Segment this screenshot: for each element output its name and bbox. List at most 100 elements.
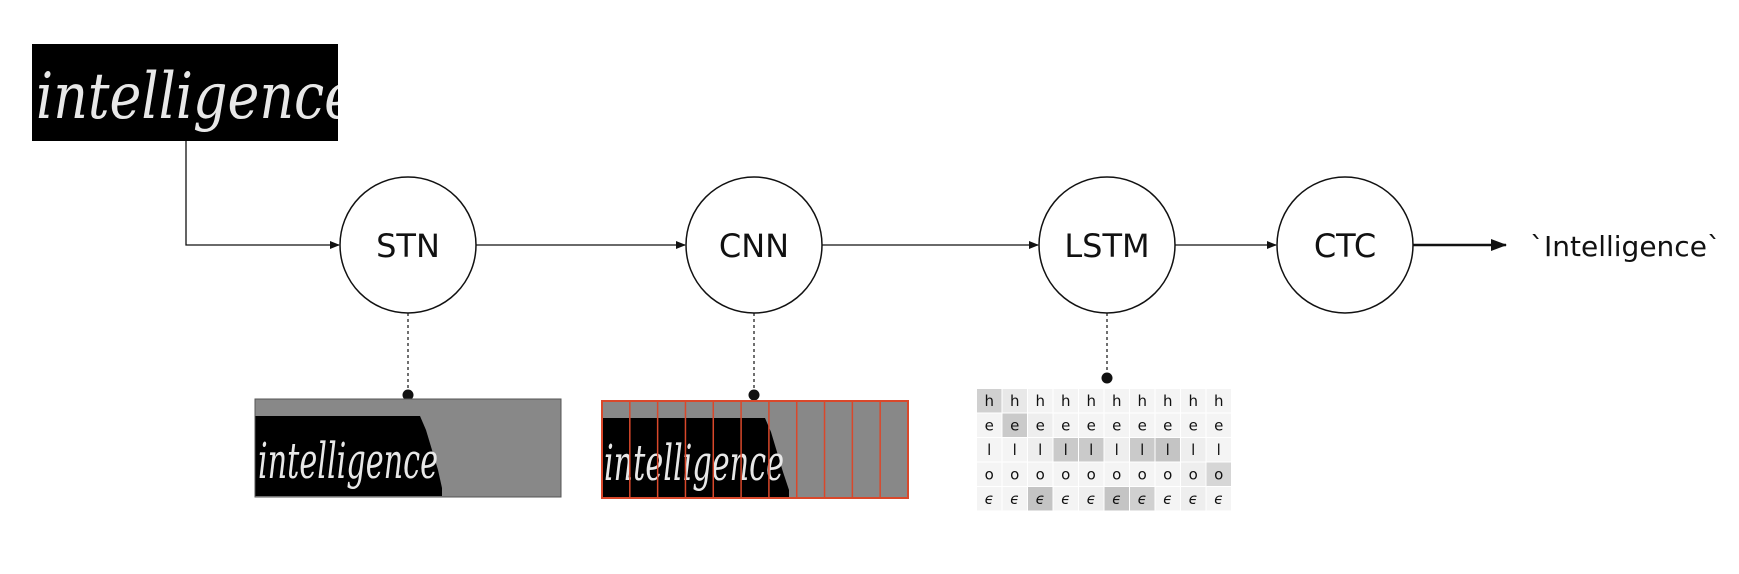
grid-cell-label: o	[1061, 466, 1070, 484]
grid-cell	[1181, 438, 1206, 462]
grid-cell	[977, 413, 1002, 437]
grid-cell-label: o	[1189, 466, 1198, 484]
grid-cell-label: l	[1013, 441, 1017, 459]
grid-cell-label: o	[1138, 466, 1147, 484]
grid-cell	[1079, 462, 1104, 486]
grid-cell-label: ϵ	[1036, 490, 1045, 508]
grid-cell-label: h	[1214, 392, 1224, 410]
input-handwriting-text: intelligence	[36, 60, 356, 134]
grid-cell	[1079, 413, 1104, 437]
grid-cell	[1104, 438, 1129, 462]
grid-cell-label: h	[984, 392, 994, 410]
grid-cell	[1130, 462, 1155, 486]
grid-cell	[1155, 438, 1180, 462]
grid-cell-label: e	[1061, 417, 1070, 435]
ctc-node: CTC	[1276, 176, 1414, 314]
cnn-output-image: intelligence	[601, 400, 909, 499]
grid-cell-label: h	[1010, 392, 1020, 410]
grid-cell-label: l	[987, 441, 991, 459]
grid-cell	[1206, 487, 1231, 511]
grid-cell	[1155, 413, 1180, 437]
grid-cell	[1028, 438, 1053, 462]
grid-cell-label: o	[1112, 466, 1121, 484]
grid-cell	[1181, 389, 1206, 413]
grid-cell	[1130, 389, 1155, 413]
grid-cell	[1104, 413, 1129, 437]
lstm-label: LSTM	[1064, 227, 1149, 265]
grid-cell	[1053, 413, 1078, 437]
ctc-label: CTC	[1314, 227, 1376, 265]
grid-cell	[1104, 487, 1129, 511]
grid-cell	[1155, 389, 1180, 413]
grid-cell-label: l	[1115, 441, 1119, 459]
grid-cell	[977, 487, 1002, 511]
stn-output-image: intelligence	[254, 398, 562, 498]
grid-cell	[977, 438, 1002, 462]
grid-cell	[1053, 462, 1078, 486]
cnn-receptive-field-grid	[629, 401, 881, 498]
grid-cell-label: o	[1163, 466, 1172, 484]
cnn-connector-dot	[748, 389, 760, 401]
grid-cell	[1104, 462, 1129, 486]
grid-cell	[1130, 438, 1155, 462]
grid-cell	[1079, 389, 1104, 413]
grid-cell-label: e	[1087, 417, 1096, 435]
grid-cell	[1130, 487, 1155, 511]
grid-cell	[1155, 487, 1180, 511]
grid-cell	[1002, 487, 1027, 511]
grid-cell-label: h	[1163, 392, 1173, 410]
grid-cell	[1155, 462, 1180, 486]
grid-cell	[1053, 438, 1078, 462]
cnn-handwriting-text: intelligence	[604, 434, 784, 492]
stn-connector-dot	[402, 389, 414, 401]
grid-cell-label: o	[1087, 466, 1096, 484]
grid-cell-label: ϵ	[1087, 490, 1096, 508]
grid-cell	[977, 462, 1002, 486]
input-image: intelligence	[32, 44, 356, 141]
grid-cell	[1002, 438, 1027, 462]
grid-cell-label: e	[1189, 417, 1198, 435]
grid-cell-label: l	[1089, 441, 1093, 459]
grid-cell	[1206, 389, 1231, 413]
grid-cell	[1002, 462, 1027, 486]
grid-cell-label: o	[985, 466, 994, 484]
grid-cell-label: e	[1112, 417, 1121, 435]
output-text: `Intelligence`	[1530, 230, 1721, 263]
grid-cell	[1053, 487, 1078, 511]
grid-cell-label: h	[1137, 392, 1147, 410]
grid-cell-label: e	[1010, 417, 1019, 435]
grid-cell-label: e	[1036, 417, 1045, 435]
cnn-node: CNN	[685, 176, 823, 314]
cnn-label: CNN	[719, 227, 789, 265]
grid-cell	[1002, 389, 1027, 413]
grid-cell	[1079, 487, 1104, 511]
grid-cell-label: h	[1086, 392, 1096, 410]
grid-cell-label: l	[1038, 441, 1042, 459]
lstm-connector-dot	[1101, 372, 1113, 384]
grid-cell	[1181, 413, 1206, 437]
grid-cell-label: ϵ	[1138, 490, 1147, 508]
grid-cell-label: e	[1214, 417, 1223, 435]
grid-cell	[1028, 389, 1053, 413]
grid-cell-label: h	[1035, 392, 1045, 410]
grid-cell-label: l	[1217, 441, 1221, 459]
grid-cell-label: o	[1036, 466, 1045, 484]
grid-cell	[1130, 413, 1155, 437]
grid-cell	[1206, 413, 1231, 437]
stn-node: STN	[339, 176, 477, 314]
grid-cell-label: e	[985, 417, 994, 435]
grid-cell-label: h	[1112, 392, 1122, 410]
grid-cell	[1206, 462, 1231, 486]
grid-cell-label: l	[1140, 441, 1144, 459]
grid-cell-label: ϵ	[1010, 490, 1019, 508]
grid-cell	[1002, 413, 1027, 437]
grid-cell	[1206, 438, 1231, 462]
grid-cell	[1079, 438, 1104, 462]
grid-cell-label: o	[1010, 466, 1019, 484]
grid-cell	[1053, 389, 1078, 413]
grid-cell-label: h	[1188, 392, 1198, 410]
grid-cell	[1104, 389, 1129, 413]
grid-cell-label: ϵ	[1163, 490, 1172, 508]
grid-cell-label: l	[1166, 441, 1170, 459]
